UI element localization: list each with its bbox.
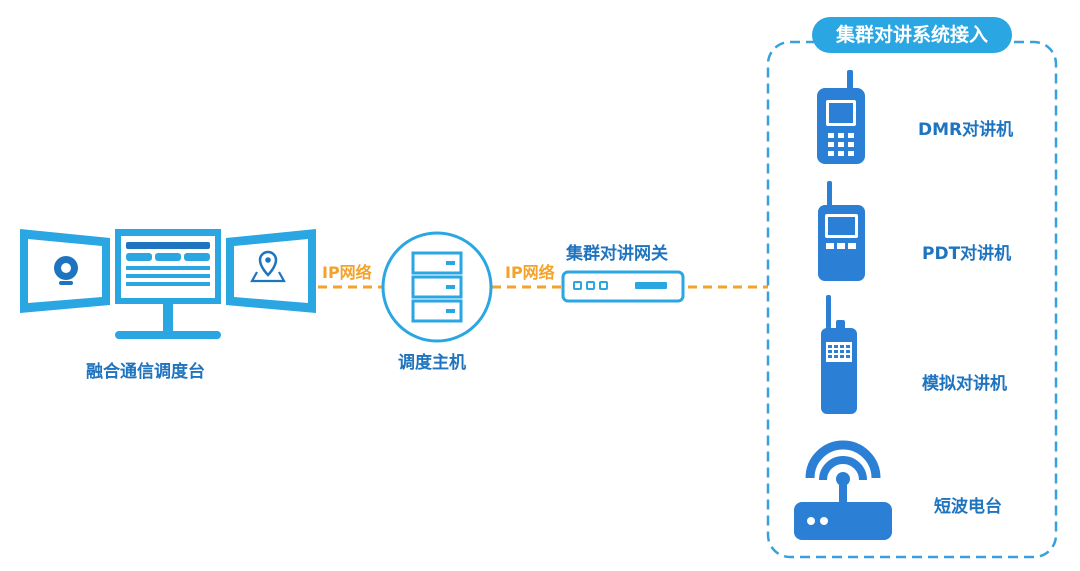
- device-label-dmr: DMR对讲机: [918, 120, 1014, 140]
- device-label-pdt: PDT对讲机: [922, 244, 1012, 264]
- dmr-phone-icon: [817, 70, 865, 164]
- console-monitors-icon: [20, 229, 316, 339]
- server-host-icon: [381, 231, 493, 343]
- ip-network-label-2: IP网络: [505, 263, 555, 282]
- pdt-radio-icon: [818, 181, 865, 281]
- analog-radio-icon: [821, 295, 857, 414]
- layout-screen-icon: [126, 242, 210, 286]
- webcam-icon: [54, 256, 78, 285]
- device-label-analog: 模拟对讲机: [922, 374, 1007, 394]
- shortwave-router-icon: [794, 440, 892, 540]
- host-label: 调度主机: [398, 353, 466, 373]
- gateway-device-icon: [561, 270, 685, 303]
- console-label: 融合通信调度台: [86, 362, 205, 382]
- location-pin-icon: [250, 250, 286, 283]
- device-label-shortwave: 短波电台: [934, 497, 1002, 517]
- system-title-badge: 集群对讲系统接入: [812, 17, 1012, 53]
- gateway-label: 集群对讲网关: [566, 244, 668, 264]
- ip-network-label-1: IP网络: [322, 263, 372, 282]
